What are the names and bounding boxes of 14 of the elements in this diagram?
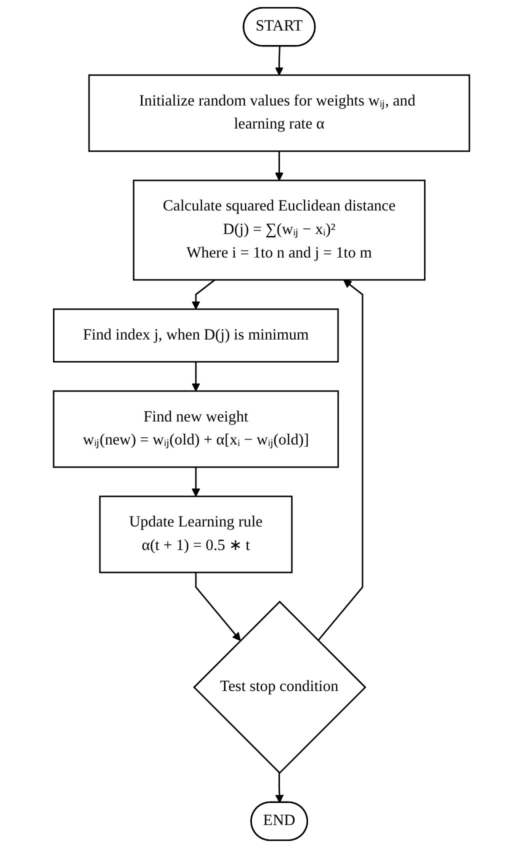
node-box: Initialize random values for weights wᵢⱼ, and learning rate α bbox=[88, 74, 470, 152]
arrow bbox=[318, 280, 364, 642]
arrow bbox=[274, 46, 284, 76]
node-box: Calculate squared Euclidean distance D(j) = ∑(wᵢⱼ − xᵢ)² Where i = 1to n and j = 1to m bbox=[132, 180, 426, 281]
arrow bbox=[192, 467, 200, 497]
arrow bbox=[192, 362, 200, 392]
arrow bbox=[192, 279, 216, 310]
node-box: Find index j, when D(j) is minimum bbox=[53, 308, 339, 363]
arrow bbox=[274, 151, 284, 181]
node-box: Find new weight wᵢⱼ(new) = wᵢⱼ(old) + α[xᵢ − wᵢⱼ(old)] bbox=[52, 390, 339, 468]
node-box: Update Learning rule α(t + 1) = 0.5 ∗ t bbox=[99, 496, 293, 574]
arrow bbox=[275, 772, 284, 804]
arrow bbox=[195, 572, 241, 641]
node-diamond: Test stop condition bbox=[193, 600, 366, 774]
